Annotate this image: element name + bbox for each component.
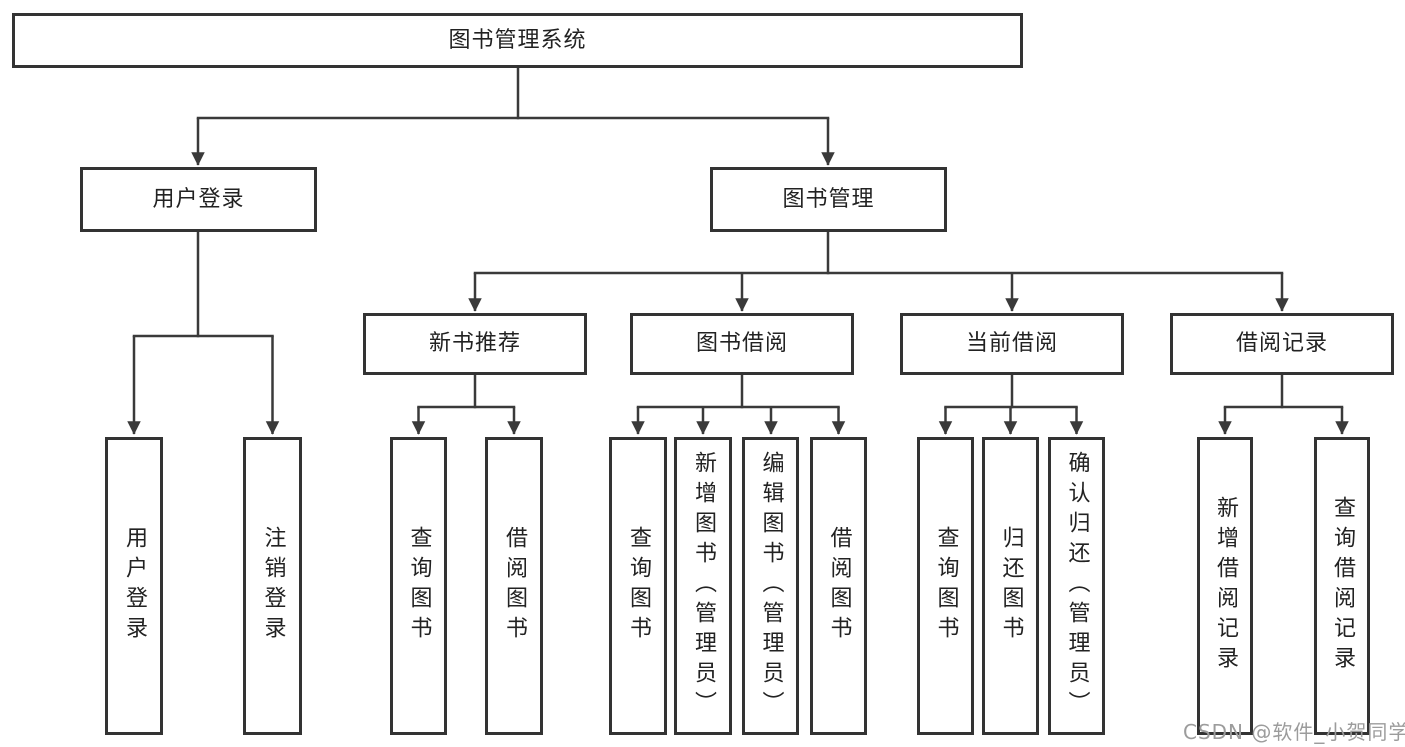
leaf-edit-books-admin: 编辑图书（管理员） — [742, 437, 799, 735]
node-book-borrowing: 图书借阅 — [630, 313, 854, 375]
leaf-query-books-borrow: 查询图书 — [609, 437, 667, 735]
connector-trunks — [132, 66, 1344, 409]
csdn-watermark: CSDN @软件_小贺同学 — [1183, 720, 1405, 744]
leaf-confirm-return-admin: 确认归还（管理员） — [1048, 437, 1105, 735]
leaf-query-books-recommend: 查询图书 — [390, 437, 447, 735]
node-new-book-recommendation: 新书推荐 — [363, 313, 587, 375]
leaf-add-borrow-record: 新增借阅记录 — [1197, 437, 1253, 735]
leaf-add-books-admin: 新增图书（管理员） — [674, 437, 732, 735]
node-user-login: 用户登录 — [80, 167, 317, 232]
node-current-borrowing: 当前借阅 — [900, 313, 1124, 375]
leaf-borrow-books: 借阅图书 — [810, 437, 867, 735]
node-library-management-system: 图书管理系统 — [12, 13, 1023, 68]
node-borrowing-records: 借阅记录 — [1170, 313, 1394, 375]
leaf-borrow-books-recommend: 借阅图书 — [485, 437, 543, 735]
connector-arrows — [127, 118, 1349, 435]
leaf-query-borrow-record: 查询借阅记录 — [1314, 437, 1370, 735]
leaf-query-books-current: 查询图书 — [917, 437, 974, 735]
node-book-management: 图书管理 — [710, 167, 947, 232]
leaf-return-books: 归还图书 — [982, 437, 1039, 735]
leaf-logout: 注销登录 — [243, 437, 302, 735]
leaf-user-login: 用户登录 — [105, 437, 163, 735]
